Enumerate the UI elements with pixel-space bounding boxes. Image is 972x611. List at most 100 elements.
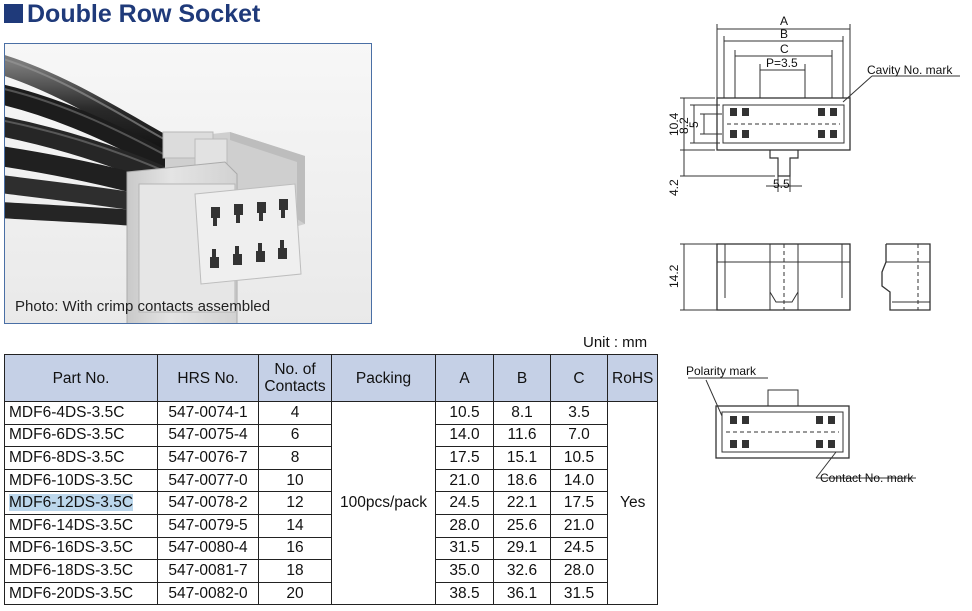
cell-contacts: 8	[258, 446, 332, 470]
cell-c: 21.0	[550, 513, 608, 538]
table-row: MDF6-6DS-3.5C 547-0075-4 6 14.0 11.6 7.0	[4, 423, 658, 448]
height-4-2-label: 4.2	[667, 179, 681, 196]
cell-part-no-selected[interactable]: MDF6-12DS-3.5C	[4, 491, 158, 515]
cell-part-no: MDF6-4DS-3.5C	[4, 401, 158, 425]
cell-part-no: MDF6-6DS-3.5C	[4, 423, 158, 448]
cell-contacts: 6	[258, 423, 332, 448]
contact-mark-label: Contact No. mark	[820, 471, 914, 485]
header-contacts-line2: Contacts	[264, 378, 326, 395]
cell-hrs-no: 547-0077-0	[157, 468, 259, 493]
cell-b: 8.1	[493, 401, 551, 425]
connector-photo-illustration	[5, 44, 371, 323]
cell-part-no: MDF6-10DS-3.5C	[4, 468, 158, 493]
table-row: MDF6-16DS-3.5C 547-0080-4 16 31.5 29.1 2…	[4, 536, 658, 561]
cell-c: 10.5	[550, 446, 608, 470]
cell-b: 25.6	[493, 513, 551, 538]
cell-b: 15.1	[493, 446, 551, 470]
pitch-label: P=3.5	[766, 56, 798, 70]
cell-contacts: 12	[258, 491, 332, 515]
cavity-mark-label: Cavity No. mark	[867, 63, 953, 77]
cell-c: 31.5	[550, 581, 608, 606]
page-title: Double Row Socket	[4, 0, 260, 29]
table-row: MDF6-8DS-3.5C 547-0076-7 8 17.5 15.1 10.…	[4, 446, 658, 470]
header-c: C	[550, 354, 608, 402]
cell-a: 38.5	[435, 581, 494, 606]
side-view-drawing: 14.2	[667, 243, 931, 311]
dim-c-label: C	[780, 42, 789, 56]
cell-contacts: 10	[258, 468, 332, 493]
table-row: MDF6-10DS-3.5C 547-0077-0 10 21.0 18.6 1…	[4, 468, 658, 493]
title-square-icon	[4, 4, 23, 23]
header-hrs-no: HRS No.	[157, 354, 259, 402]
product-photo: Photo: With crimp contacts assembled	[4, 43, 372, 324]
dim-b-label: B	[780, 27, 788, 41]
table-row: MDF6-12DS-3.5C 547-0078-2 12 24.5 22.1 1…	[4, 491, 658, 515]
cell-contacts: 14	[258, 513, 332, 538]
cell-part-no: MDF6-20DS-3.5C	[4, 581, 158, 606]
cell-part-no: MDF6-14DS-3.5C	[4, 513, 158, 538]
cell-hrs-no: 547-0074-1	[157, 401, 259, 425]
header-part-no: Part No.	[4, 354, 158, 402]
cell-b: 22.1	[493, 491, 551, 515]
selected-part-text[interactable]: MDF6-12DS-3.5C	[9, 494, 134, 512]
cell-a: 31.5	[435, 536, 494, 561]
cell-a: 10.5	[435, 401, 494, 425]
cell-c: 3.5	[550, 401, 608, 425]
cell-a: 21.0	[435, 468, 494, 493]
header-a: A	[435, 354, 494, 402]
cell-b: 36.1	[493, 581, 551, 606]
height-5-label: 5	[687, 121, 701, 128]
cell-rohs: Yes	[606, 400, 659, 606]
cell-a: 28.0	[435, 513, 494, 538]
width-5-5-label: 5.5	[773, 177, 790, 191]
cell-c: 17.5	[550, 491, 608, 515]
cell-part-no: MDF6-8DS-3.5C	[4, 446, 158, 470]
cell-hrs-no: 547-0075-4	[157, 423, 259, 448]
cell-contacts: 20	[258, 581, 332, 606]
cell-b: 29.1	[493, 536, 551, 561]
header-b: B	[493, 354, 551, 402]
cell-hrs-no: 547-0082-0	[157, 581, 259, 606]
cell-a: 35.0	[435, 559, 494, 583]
cell-b: 32.6	[493, 559, 551, 583]
cell-part-no: MDF6-16DS-3.5C	[4, 536, 158, 561]
height-14-2-label: 14.2	[667, 264, 681, 288]
cell-a: 17.5	[435, 446, 494, 470]
front-view-drawing: A B C P=3.5 Cavity No. mark 5.5 10.4 8.2…	[667, 14, 960, 196]
cell-hrs-no: 547-0079-5	[157, 513, 259, 538]
page-title-text: Double Row Socket	[27, 0, 261, 28]
cell-c: 7.0	[550, 423, 608, 448]
cell-b: 18.6	[493, 468, 551, 493]
height-8-2-label: 8.2	[677, 117, 691, 134]
photo-caption: Photo: With crimp contacts assembled	[15, 298, 271, 315]
cell-a: 14.0	[435, 423, 494, 448]
cell-c: 14.0	[550, 468, 608, 493]
header-contacts-line1: No. of	[274, 361, 316, 378]
cell-hrs-no: 547-0080-4	[157, 536, 259, 561]
cell-contacts: 16	[258, 536, 332, 561]
header-rohs: RoHS	[606, 354, 659, 402]
table-row: MDF6-14DS-3.5C 547-0079-5 14 28.0 25.6 2…	[4, 513, 658, 538]
cell-c: 28.0	[550, 559, 608, 583]
polarity-mark-label: Polarity mark	[686, 364, 757, 378]
cell-packing: 100pcs/pack	[331, 400, 436, 606]
table-row: MDF6-20DS-3.5C 547-0082-0 20 38.5 36.1 3…	[4, 581, 658, 606]
unit-label: Unit : mm	[583, 334, 648, 351]
cell-b: 11.6	[493, 423, 551, 448]
table-row: MDF6-18DS-3.5C 547-0081-7 18 35.0 32.6 2…	[4, 559, 658, 583]
dim-a-label: A	[780, 14, 788, 28]
cell-hrs-no: 547-0081-7	[157, 559, 259, 583]
cell-a: 24.5	[435, 491, 494, 515]
table-row: MDF6-4DS-3.5C 547-0074-1 4 100pcs/pack 1…	[4, 400, 659, 606]
height-10-4-label: 10.4	[667, 112, 681, 136]
cell-contacts: 4	[258, 401, 332, 425]
cell-hrs-no: 547-0076-7	[157, 446, 259, 470]
bottom-view-drawing: Polarity mark Contact No. mark	[686, 364, 916, 485]
cell-c: 24.5	[550, 536, 608, 561]
cell-contacts: 18	[258, 559, 332, 583]
cell-part-no: MDF6-18DS-3.5C	[4, 559, 158, 583]
header-packing: Packing	[331, 354, 436, 402]
